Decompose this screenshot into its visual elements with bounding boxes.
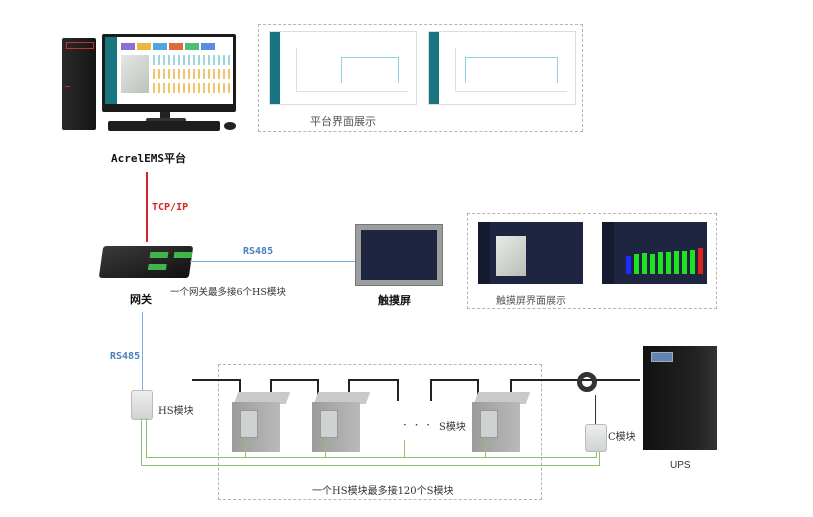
hs-module-image: [131, 390, 153, 420]
touch-screenshot-1: [478, 222, 583, 284]
battery-with-s-module: [308, 392, 371, 452]
keyboard-image: [108, 121, 220, 131]
touchscreen-image: [355, 224, 443, 286]
platform-screenshot-2: [428, 31, 576, 105]
touch-display-box: [467, 213, 717, 309]
touch-screenshot-2: [602, 222, 707, 284]
platform-label: AcrelEMS平台: [111, 152, 186, 165]
current-transformer-image: [577, 372, 597, 392]
battery-with-s-module: [228, 392, 291, 452]
platform-display-box: [258, 24, 583, 132]
gateway-image: [98, 246, 194, 278]
gateway-label: 网关: [130, 293, 152, 306]
power-line-to-ups: [510, 379, 640, 381]
rs485-link-hs: [142, 312, 143, 390]
s-module-label: S模块: [439, 422, 466, 433]
rs485-label-hs: RS485: [110, 351, 141, 362]
gateway-note: 一个网关最多接6个HS模块: [170, 287, 286, 298]
touchscreen-label: 触摸屏: [378, 294, 411, 307]
ups-label: UPS: [670, 460, 691, 471]
tcp-ip-label: TCP/IP: [152, 202, 189, 213]
c-module-image: [585, 424, 607, 452]
mouse-image: [224, 122, 236, 130]
tcp-ip-link: [146, 172, 148, 242]
rs485-link-touch: [190, 261, 355, 262]
hs-module-label: HS模块: [158, 406, 194, 417]
c-module-label: C模块: [608, 432, 636, 443]
platform-display-caption: 平台界面展示: [310, 115, 376, 128]
battery-group-box: [218, 364, 542, 500]
s-module-note: 一个HS模块最多接120个S模块: [312, 486, 454, 497]
ups-image: [643, 346, 717, 450]
ellipsis: · · ·: [403, 418, 433, 432]
battery-with-s-module: [468, 392, 531, 452]
data-bus-inner: [146, 457, 596, 458]
platform-monitor-image: [102, 34, 236, 112]
pc-tower-image: [62, 38, 96, 130]
platform-screenshot-1: [269, 31, 417, 105]
data-bus-outer: [141, 465, 599, 466]
rs485-label-touch: RS485: [243, 246, 274, 257]
touch-display-caption: 触摸屏界面展示: [496, 296, 566, 307]
